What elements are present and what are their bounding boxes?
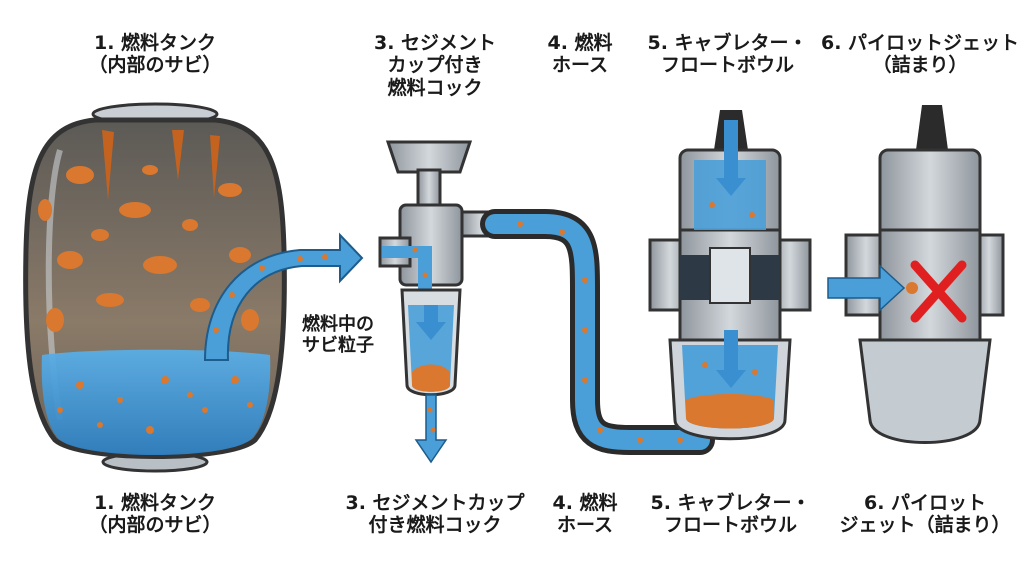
fuel-tank xyxy=(23,102,364,473)
pilot-jet xyxy=(827,105,1005,444)
bottom-label-bowl: 5. キャブレター・ フロートボウル xyxy=(650,492,811,537)
rust-particles-callout: 燃料中の サビ粒子 xyxy=(302,314,374,357)
top-label-bowl: 5. キャブレター・ フロートボウル xyxy=(647,32,808,77)
top-label-cock: 3. セジメント カップ付き 燃料コック xyxy=(373,32,497,99)
carburetor-float-bowl xyxy=(648,110,812,441)
top-label-tank: 1. 燃料タンク （内部のサビ） xyxy=(88,32,222,77)
top-label-hose: 4. 燃料 ホース xyxy=(547,32,613,77)
blocked-x-icon xyxy=(910,260,967,323)
bottom-label-hose: 4. 燃料 ホース xyxy=(552,492,618,537)
bottom-label-cock: 3. セジメントカップ 付き燃料コック xyxy=(345,492,525,537)
fuel-cock xyxy=(378,140,502,464)
bottom-label-jet: 6. パイロット ジェット（詰まり） xyxy=(839,492,1011,537)
top-label-jet: 6. パイロットジェット （詰まり） xyxy=(820,32,1020,77)
fuel-hose xyxy=(480,209,715,455)
bottom-label-tank: 1. 燃料タンク （内部のサビ） xyxy=(88,492,222,537)
